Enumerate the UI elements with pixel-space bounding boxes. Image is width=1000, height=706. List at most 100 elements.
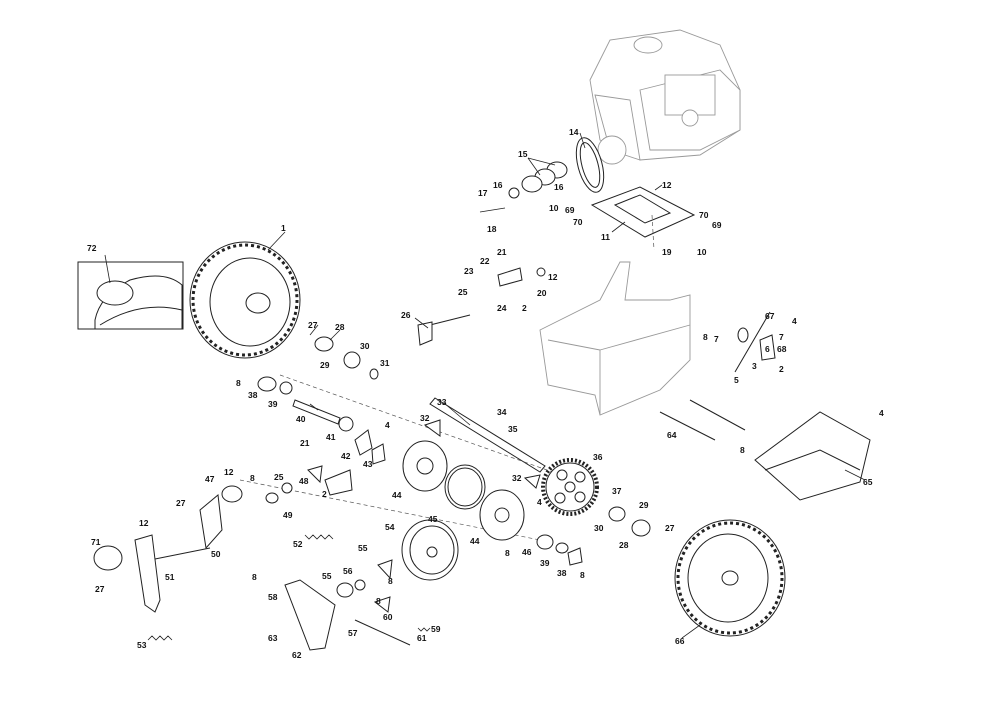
callout-label: 21 [300,438,310,448]
callout-label: 40 [296,414,306,424]
leader-lines [104,132,866,639]
inset-box [77,261,184,330]
callout-label: 45 [428,514,438,524]
callout-label: 23 [464,266,474,276]
callout-label: 6 [765,344,770,354]
callout-label: 11 [601,232,610,242]
callout-label: 8 [376,596,381,606]
callout-label: 43 [363,459,373,469]
callout-label: 67 [765,311,775,321]
pulley-drawing [479,161,568,213]
callout-label: 2 [522,303,527,313]
small-parts [221,267,776,613]
callout-label: 29 [320,360,330,370]
callout-label: 36 [593,452,603,462]
callout-label: 39 [540,558,550,568]
callout-label: 39 [268,399,278,409]
callout-label: 32 [420,413,430,423]
plate-drawing [590,186,696,251]
callout-label: 66 [675,636,685,646]
callout-label: 21 [497,247,507,257]
left-wheel-drawing [189,241,301,359]
shaft-drawings [149,314,746,646]
callout-label: 64 [667,430,677,440]
sprocket-drawing [541,458,599,516]
callout-label: 32 [512,473,522,483]
callout-label: 12 [139,518,149,528]
callout-label: 27 [95,584,105,594]
callout-label: 42 [341,451,351,461]
callout-label: 8 [250,473,255,483]
callout-label: 33 [437,397,447,407]
callout-label: 15 [518,149,528,159]
callout-label: 55 [358,543,368,553]
callout-label: 49 [283,510,293,520]
callout-label: 8 [388,576,393,586]
callout-label: 24 [497,303,507,313]
callout-label: 57 [348,628,358,638]
callout-labels: 1 2 2 2 3 4 4 4 4 5 6 7 7 8 8 8 8 8 8 8 … [87,127,884,660]
callout-label: 27 [176,498,186,508]
belt-drawing [575,137,605,193]
callout-label: 25 [274,472,284,482]
callout-label: 27 [308,320,318,330]
callout-label: 8 [740,445,745,455]
callout-label: 71 [91,537,101,547]
callout-label: 12 [224,467,234,477]
callout-label: 52 [293,539,303,549]
callout-label: 31 [380,358,390,368]
callout-label: 28 [335,322,345,332]
callout-label: 50 [211,549,221,559]
callout-label: 22 [480,256,490,266]
callout-label: 68 [777,344,787,354]
callout-label: 47 [205,474,215,484]
callout-label: 48 [299,476,309,486]
callout-label: 46 [522,547,532,557]
callout-label: 25 [458,287,468,297]
callout-label: 10 [549,203,559,213]
callout-label: 65 [863,477,873,487]
callout-label: 12 [548,272,558,282]
engine-drawing [589,29,741,165]
callout-label: 8 [252,572,257,582]
disc-drawings [401,440,525,581]
callout-label: 2 [779,364,784,374]
callout-label: 4 [385,420,390,430]
callout-label: 16 [493,180,503,190]
callout-label: 30 [360,341,370,351]
frame-drawing [539,261,691,416]
callout-label: 4 [879,408,884,418]
callout-label: 37 [612,486,622,496]
callout-label: 70 [699,210,709,220]
callout-label: 27 [665,523,675,533]
callout-label: 34 [497,407,507,417]
callout-label: 4 [537,497,542,507]
callout-label: 38 [557,568,567,578]
callout-label: 51 [165,572,175,582]
callout-label: 44 [470,536,480,546]
callout-label: 54 [385,522,395,532]
lever-drawings [93,465,353,651]
callout-label: 69 [712,220,722,230]
callout-label: 59 [431,624,441,634]
callout-label: 62 [292,650,302,660]
callout-label: 3 [752,361,757,371]
callout-label: 29 [639,500,649,510]
callout-label: 10 [697,247,707,257]
callout-label: 7 [779,332,784,342]
callout-label: 4 [792,316,797,326]
callout-label: 7 [714,334,719,344]
callout-label: 8 [703,332,708,342]
callout-label: 55 [322,571,332,581]
callout-label: 18 [487,224,497,234]
callout-label: 58 [268,592,278,602]
callout-label: 53 [137,640,147,650]
callout-label: 56 [343,566,353,576]
scraper-drawing [754,411,871,501]
callout-label: 38 [248,390,258,400]
callout-label: 30 [594,523,604,533]
callout-label: 41 [326,432,336,442]
callout-label: 63 [268,633,278,643]
